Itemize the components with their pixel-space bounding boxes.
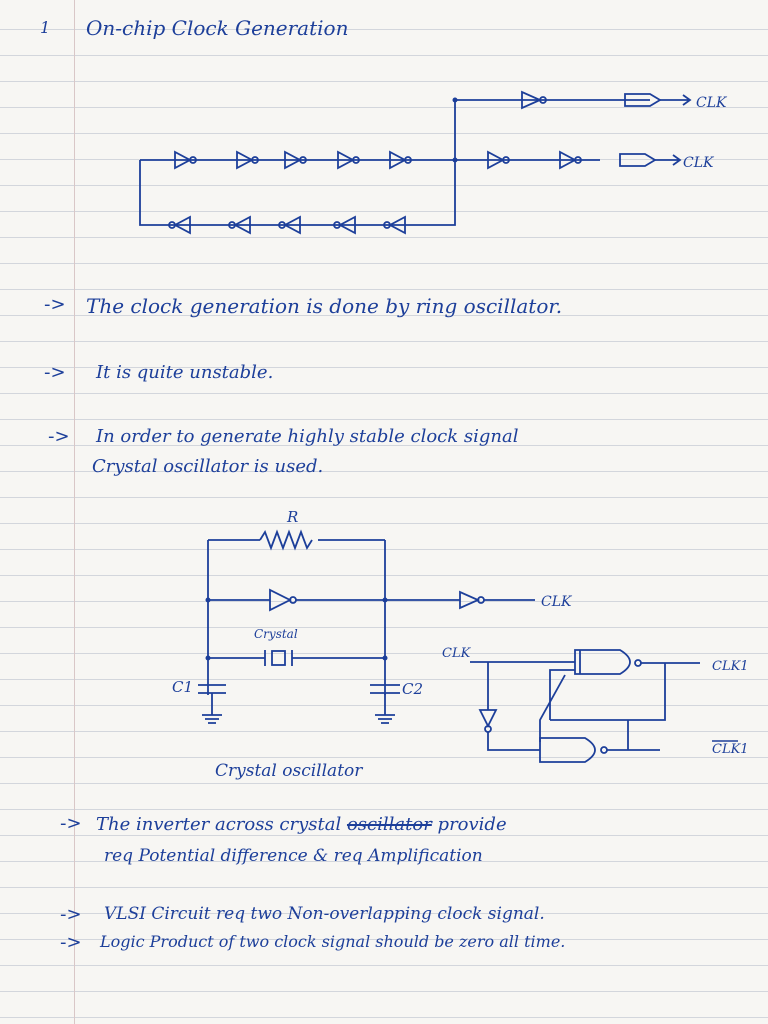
nand-gate-top [574, 649, 642, 675]
crystal-label: Crystal [254, 627, 298, 641]
inverter-top-2 [236, 150, 259, 170]
inverter-out-top [521, 90, 547, 110]
resistor-label: R [286, 508, 298, 526]
note-inverter-line1: The inverter across crystal oscillator p… [96, 814, 507, 835]
struck-word: oscillator [346, 814, 432, 835]
ring-oscillator-diagram: CLK CLK [139, 90, 728, 235]
note-vlsi: VLSI Circuit req two Non-overlapping clo… [104, 904, 545, 924]
diagram-caption: Crystal oscillator [215, 761, 363, 781]
bullet-crystal-line1: In order to generate highly stable clock… [96, 426, 519, 447]
crystal-symbol [264, 650, 293, 666]
page-number: 1 [40, 18, 51, 37]
bullet-crystal-line2: Crystal oscillator is used. [92, 456, 324, 477]
inverter-top-3 [284, 150, 307, 170]
margin-line [74, 0, 75, 1024]
bullet-unstable: It is quite unstable. [96, 362, 274, 383]
nand-gate-bottom [539, 737, 608, 763]
bullet-arrow: -> [48, 426, 70, 447]
inverter-top-5 [389, 150, 412, 170]
c2-label: C2 [402, 680, 423, 698]
inverter-bot-2 [228, 215, 251, 235]
bullet-arrow: -> [44, 294, 66, 315]
page-title: On-chip Clock Generation [86, 16, 349, 40]
bullet-ring-oscillator: The clock generation is done by ring osc… [86, 294, 563, 318]
capacitor-c2 [370, 684, 400, 724]
note-inverter-text: The inverter across crystal [96, 814, 342, 835]
inverter-crystal [269, 588, 297, 612]
note-arrow: -> [60, 904, 82, 925]
note-inverter-line2: req Potential difference & req Amplifica… [104, 846, 483, 866]
inverter-out-mid-2 [559, 150, 582, 170]
resistor [259, 529, 313, 551]
inverter-bot-3 [278, 215, 301, 235]
inverter-top-1 [174, 150, 197, 170]
note-inverter-provide: provide [437, 814, 507, 835]
inverter-top-4 [337, 150, 360, 170]
inverter-clk-out [459, 590, 485, 610]
inverter-bot-4 [333, 215, 356, 235]
inverter-bot-1 [168, 215, 191, 235]
crystal-oscillator-diagram: R Crystal C1 C2 CLK CLK CLK1 CLK1 Crysta… [172, 508, 749, 781]
bullet-arrow: -> [44, 362, 66, 383]
c1-label: C1 [172, 678, 193, 696]
inverter-out-mid-1 [487, 150, 510, 170]
note-arrow: -> [60, 932, 82, 953]
clk-out-label: CLK [541, 594, 573, 610]
clk-top-label: CLK [696, 95, 728, 111]
capacitor-c1 [198, 684, 226, 724]
inverter-bot-5 [383, 215, 406, 235]
clk-mid-label: CLK [683, 155, 715, 171]
clk1-label: CLK1 [712, 659, 749, 674]
clk-in-label: CLK [442, 646, 472, 661]
note-arrow: -> [60, 813, 82, 834]
clk1-bar-label: CLK1 [712, 742, 749, 757]
note-logic-product: Logic Product of two clock signal should… [100, 932, 566, 951]
inverter-down [478, 709, 498, 733]
